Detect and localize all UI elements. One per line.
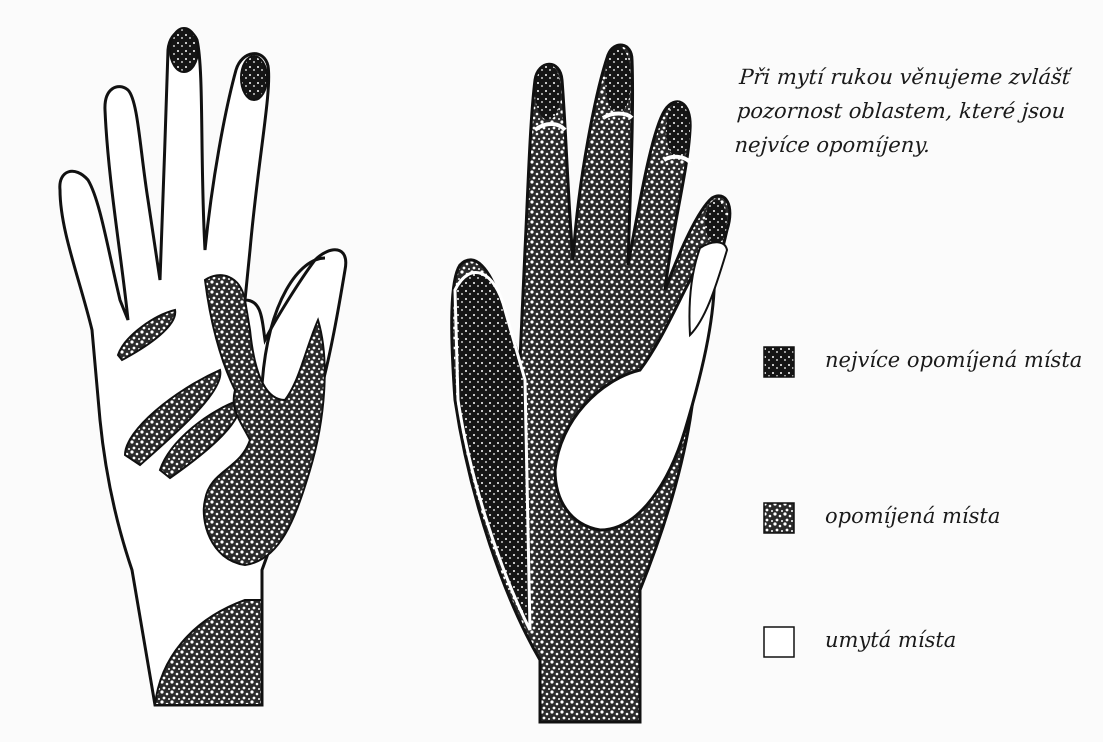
legend-label: umytá místa [825,628,956,652]
back-side-hand [452,45,730,722]
back-fingertip-3 [666,102,690,158]
back-fingertip-4 [705,200,727,244]
palm-fingertip-2 [241,56,267,100]
legend-label: nejvíce opomíjená místa [825,348,1082,372]
legend-swatch-empty [763,626,795,658]
legend-swatch-medium [763,502,795,534]
back-fingertip-1 [535,64,561,120]
palm-side-hand [60,28,346,705]
back-dense-region [455,273,530,630]
palm-fingertip-1 [170,28,198,72]
legend-label: opomíjená místa [825,504,1000,528]
legend-swatch-dense [763,346,795,378]
back-fingertip-2 [605,46,631,114]
caption-text: Při mytí rukou věnujeme zvlášť pozornost… [733,60,1090,162]
